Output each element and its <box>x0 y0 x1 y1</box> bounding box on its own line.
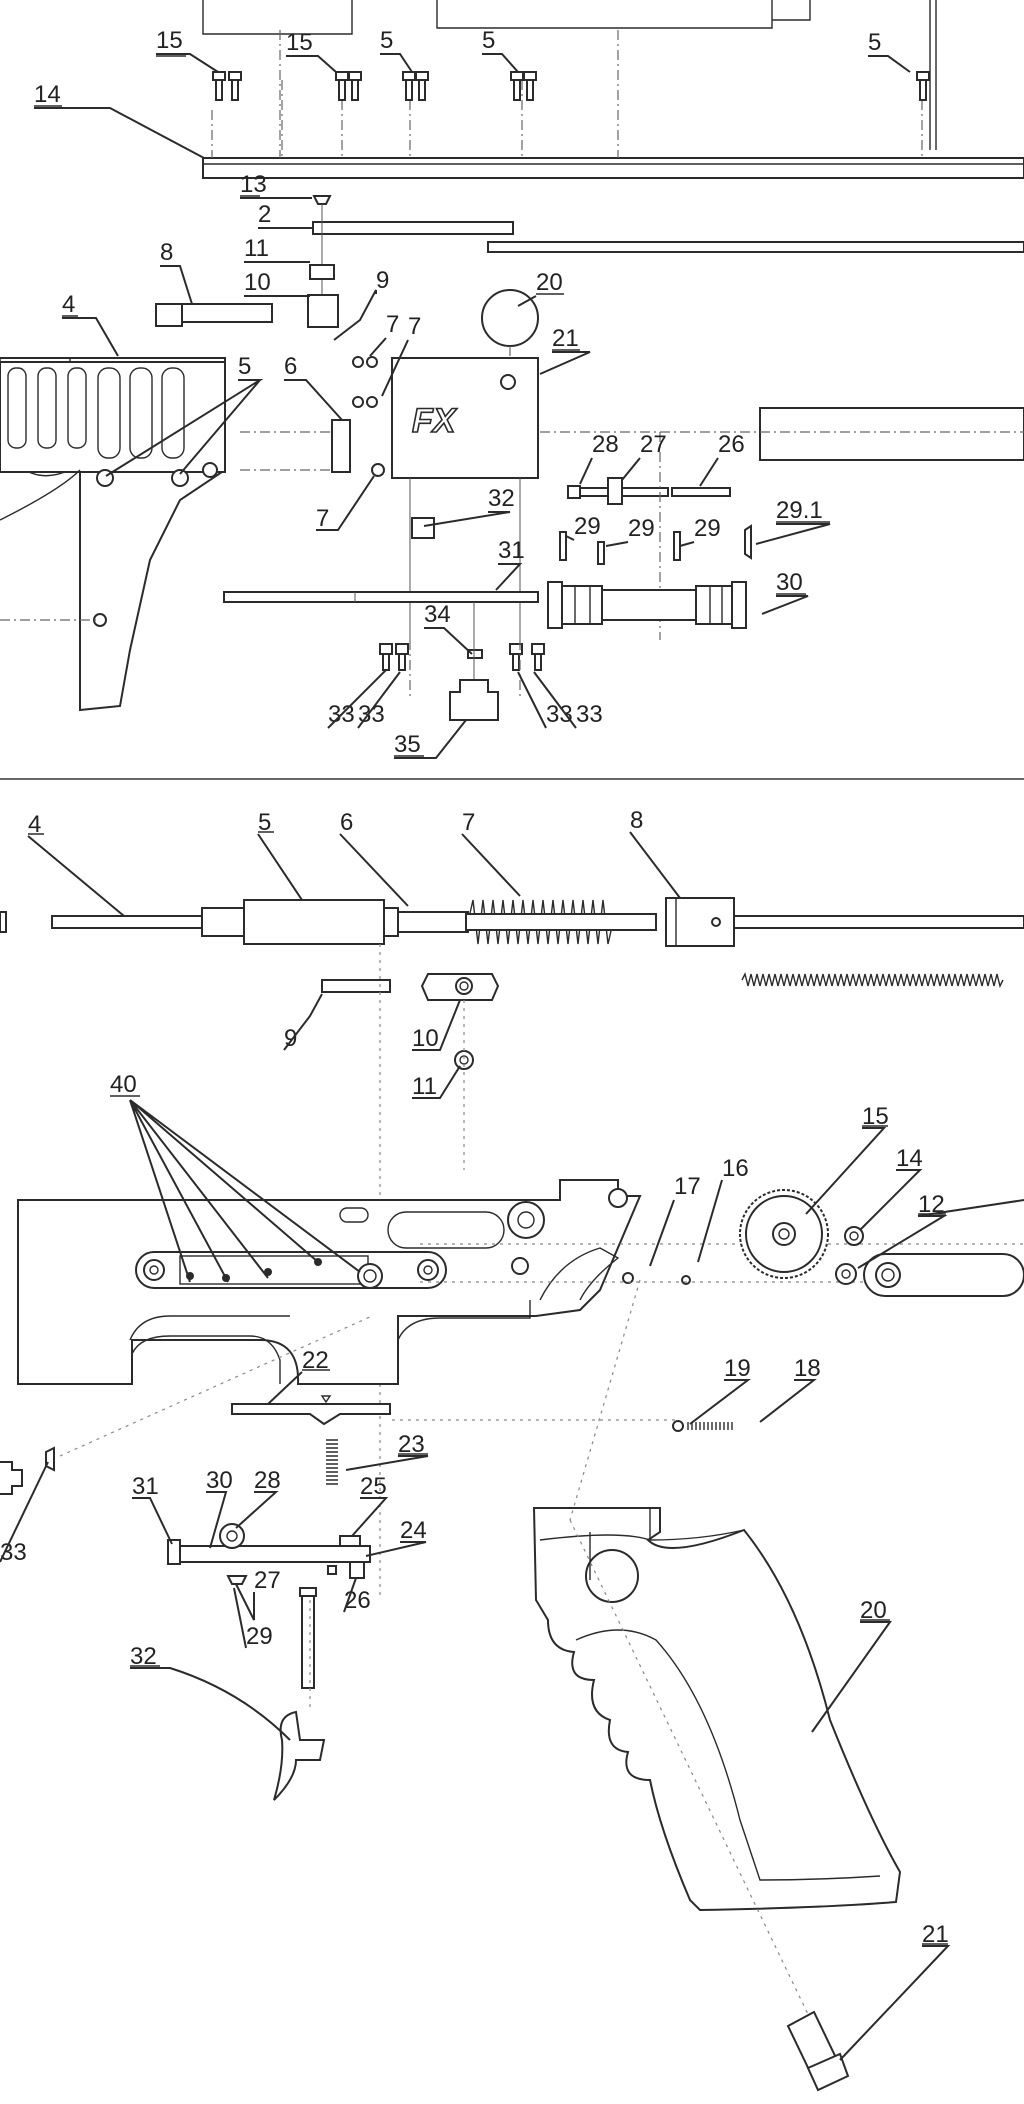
callout: 6 <box>340 809 353 836</box>
callout: 10 <box>412 1025 439 1052</box>
disc-part-20 <box>481 289 539 347</box>
callout: 5 <box>482 27 495 54</box>
callout: 16 <box>722 1155 749 1182</box>
callout: 31 <box>132 1473 159 1500</box>
callout: 7 <box>408 313 421 340</box>
callout: 2 <box>258 201 271 228</box>
callout: 7 <box>316 505 329 532</box>
lower-exploded-view <box>0 897 1024 2092</box>
callout: 18 <box>794 1355 821 1382</box>
callout: 6 <box>284 353 297 380</box>
spring-part-18 <box>687 1422 733 1430</box>
fx-block-part-21: FX <box>391 357 539 640</box>
barrel-upper <box>759 407 1024 461</box>
knob-part-35 <box>449 679 499 721</box>
callout: 5 <box>258 809 271 836</box>
callout: 9 <box>376 267 389 294</box>
callout: 5 <box>868 29 881 56</box>
bar-part-2 <box>312 221 514 235</box>
callout: 28 <box>592 431 619 458</box>
trigger-assembly <box>167 1523 371 1801</box>
callout: 29 <box>574 513 601 540</box>
lever-part-22 <box>231 1403 391 1426</box>
fx-logo: FX <box>412 402 458 440</box>
sleeve-part-5 <box>243 899 385 945</box>
callout: 30 <box>776 569 803 596</box>
screw-row <box>212 71 930 101</box>
washer-part-14 <box>844 1226 864 1246</box>
callout: 26 <box>718 431 745 458</box>
upper-callouts: 15 15 5 5 5 14 13 2 11 10 8 9 4 5 6 7 7 … <box>34 27 881 758</box>
callout: 11 <box>412 1073 437 1100</box>
lower-leaders <box>0 831 1024 2061</box>
gear-part-15 <box>739 1189 829 1279</box>
callout: 11 <box>244 235 269 262</box>
pin-part-9 <box>321 979 391 993</box>
callout: 29 <box>628 515 655 542</box>
callout: 5 <box>380 27 393 54</box>
callout: 7 <box>462 809 475 836</box>
callout: 13 <box>240 171 267 198</box>
callout: 25 <box>360 1473 387 1500</box>
callout: 27 <box>254 1567 281 1594</box>
callout: 4 <box>28 811 41 838</box>
upper-leaders <box>34 53 911 759</box>
callout: 35 <box>394 731 421 758</box>
callout: 32 <box>488 485 515 512</box>
callout: 7 <box>386 311 399 338</box>
callout: 14 <box>34 81 61 108</box>
callout: 27 <box>640 431 667 458</box>
callout: 5 <box>238 353 251 380</box>
link-part-12 <box>863 1253 1024 1297</box>
callout: 20 <box>536 269 563 296</box>
callout: 29.1 <box>776 497 823 524</box>
cylinder-part-30 <box>547 581 747 629</box>
callout: 31 <box>498 537 525 564</box>
callout: 8 <box>160 239 173 266</box>
callout: 4 <box>62 291 75 318</box>
rail-part-14 <box>202 157 1024 179</box>
callout: 15 <box>286 29 313 56</box>
trigger-blade-part-32 <box>273 1710 326 1801</box>
callout: 8 <box>630 807 643 834</box>
rod-part-31 <box>223 591 539 603</box>
callout: 19 <box>724 1355 751 1382</box>
callout: 14 <box>896 1145 923 1172</box>
callout: 40 <box>110 1071 137 1098</box>
callout: 30 <box>206 1467 233 1494</box>
spring-part-23 <box>326 1439 338 1485</box>
callout: 21 <box>552 325 579 352</box>
callout: 17 <box>674 1173 701 1200</box>
callout: 29 <box>694 515 721 542</box>
spring-small <box>741 971 1004 989</box>
bolt-part-21 <box>786 2010 850 2092</box>
callout: 10 <box>244 269 271 296</box>
callout: 33 <box>576 701 603 728</box>
rod-part-4 <box>51 915 203 929</box>
upper-exploded-view: FX <box>0 0 1024 721</box>
callout: 28 <box>254 1467 281 1494</box>
callout: 29 <box>246 1623 273 1650</box>
frame-part-4 <box>0 357 226 712</box>
callout: 15 <box>156 27 183 54</box>
callout: 34 <box>424 601 451 628</box>
callout: 24 <box>400 1517 427 1544</box>
pistol-grip-part-20 <box>532 1279 902 2061</box>
